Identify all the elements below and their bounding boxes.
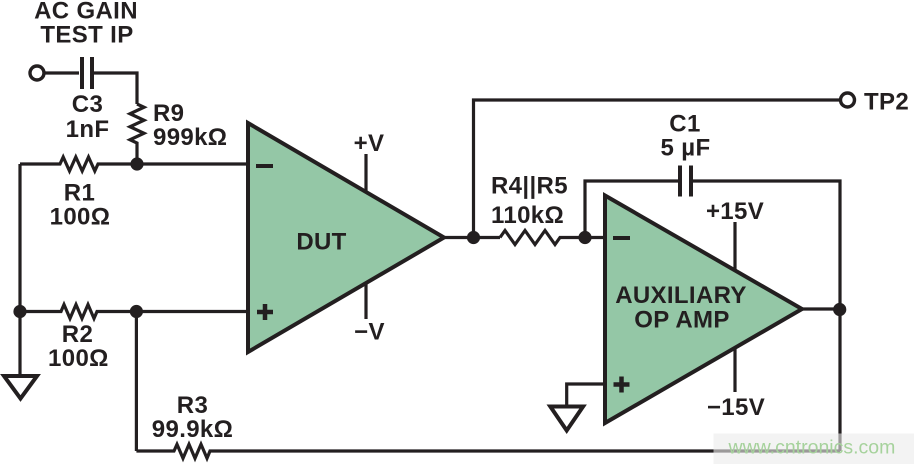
svg-text:5 µF: 5 µF xyxy=(661,135,711,162)
svg-text:C3: C3 xyxy=(72,91,103,118)
svg-text:AC GAIN: AC GAIN xyxy=(34,0,138,25)
svg-text:110kΩ: 110kΩ xyxy=(491,202,564,229)
svg-text:R2: R2 xyxy=(62,321,93,348)
svg-text:99.9kΩ: 99.9kΩ xyxy=(152,416,233,443)
svg-text:−V: −V xyxy=(354,319,385,346)
svg-text:TEST IP: TEST IP xyxy=(40,22,133,49)
svg-text:TP2: TP2 xyxy=(864,89,909,116)
svg-text:OP AMP: OP AMP xyxy=(634,307,729,334)
svg-text:+V: +V xyxy=(354,130,385,157)
svg-text:AUXILIARY: AUXILIARY xyxy=(615,282,747,309)
svg-text:C1: C1 xyxy=(669,111,700,138)
svg-text:www.cntronics.com: www.cntronics.com xyxy=(728,437,896,459)
svg-text:R4||R5: R4||R5 xyxy=(491,173,568,200)
svg-text:+15V: +15V xyxy=(706,198,764,225)
svg-text:R3: R3 xyxy=(177,392,208,419)
svg-text:1nF: 1nF xyxy=(66,116,110,143)
svg-text:100Ω: 100Ω xyxy=(50,204,111,231)
svg-text:999kΩ: 999kΩ xyxy=(153,124,227,151)
svg-text:R9: R9 xyxy=(153,100,184,127)
svg-text:100Ω: 100Ω xyxy=(48,345,109,372)
svg-text:DUT: DUT xyxy=(296,229,346,256)
svg-text:−15V: −15V xyxy=(707,394,765,421)
svg-text:R1: R1 xyxy=(64,180,95,207)
